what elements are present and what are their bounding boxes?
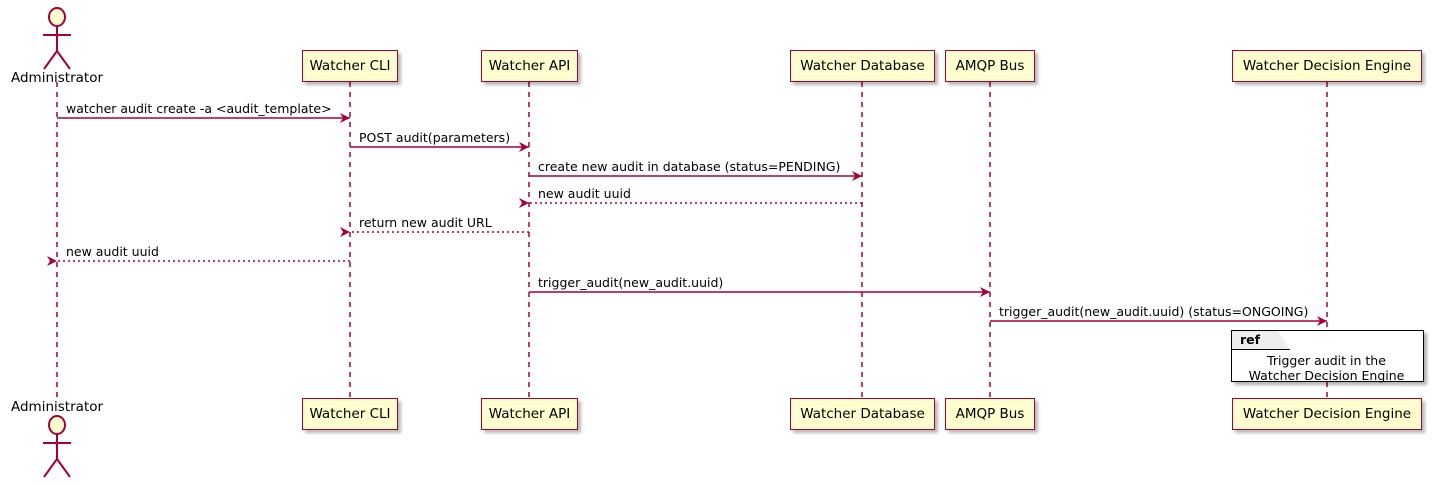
participant-cli-top[interactable]: Watcher CLI [302,50,398,82]
message-label-8: trigger_audit(new_audit.uuid) (status=ON… [999,304,1309,319]
participant-wde-bottom[interactable]: Watcher Decision Engine [1232,398,1422,430]
ref-fragment-line-1: Trigger audit in the [1267,353,1386,368]
message-label-7: trigger_audit(new_audit.uuid) [538,275,724,290]
participant-amqp-top[interactable]: AMQP Bus [945,50,1035,82]
participant-db-bottom[interactable]: Watcher Database [790,398,935,430]
message-label-6: new audit uuid [66,244,159,259]
actor-administrator-bottom-leg-left [43,458,58,478]
actor-label-top: Administrator [10,70,104,86]
actor-administrator-top-leg-right [56,50,71,70]
participant-wde-top[interactable]: Watcher Decision Engine [1232,50,1422,82]
participant-api-bottom[interactable]: Watcher API [481,398,578,430]
message-label-3: create new audit in database (status=PEN… [538,159,841,174]
actor-administrator-top-leg-left [43,50,58,70]
ref-fragment-tab-label: ref [1240,332,1261,347]
actor-label-bottom: Administrator [10,399,104,415]
participant-cli-bottom[interactable]: Watcher CLI [302,398,398,430]
actor-administrator-bottom [43,415,71,478]
participant-api-top[interactable]: Watcher API [481,50,578,82]
message-label-4: new audit uuid [538,186,631,201]
participant-db-top[interactable]: Watcher Database [790,50,935,82]
message-label-1: watcher audit create -a <audit_template> [66,101,332,116]
actor-administrator-top [43,7,71,70]
participant-amqp-bottom[interactable]: AMQP Bus [945,398,1035,430]
message-label-2: POST audit(parameters) [359,130,511,145]
ref-fragment-line-2: Watcher Decision Engine [1248,368,1405,383]
actor-administrator-bottom-leg-right [56,458,71,478]
message-label-5: return new audit URL [359,215,492,230]
